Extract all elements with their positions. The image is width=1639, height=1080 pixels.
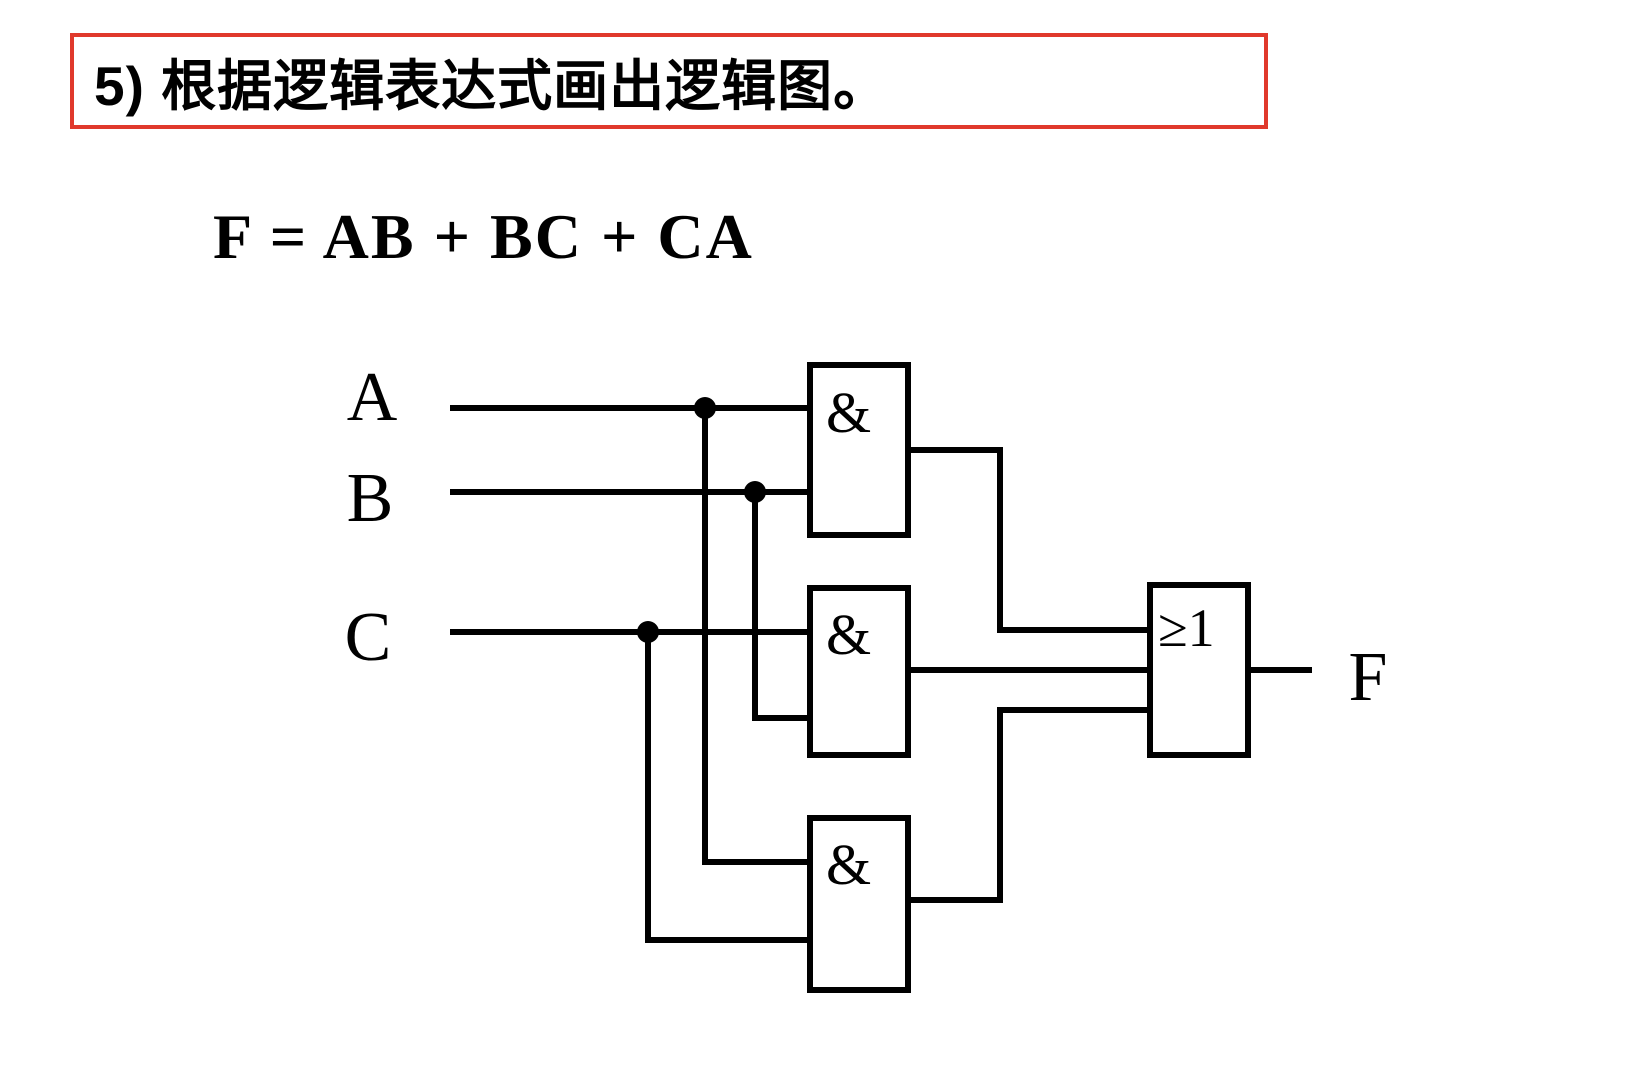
output-label-f: F [1349,639,1388,716]
title-box: 5) 根据逻辑表达式画出逻辑图。 [70,33,1268,129]
or-gate-label: ≥1 [1158,598,1215,658]
page-title: 5) 根据逻辑表达式画出逻辑图。 [94,55,890,117]
wire-and1-to-or [908,447,1150,633]
input-label-a: A [347,359,398,436]
and-gate-3 [807,815,911,993]
logic-expression: F = AB + BC + CA [213,201,754,272]
wire-and3-to-or [908,707,1150,903]
wire-branch-b-to-and2 [752,492,810,721]
and-gate-1-label: & [826,380,871,445]
junction-dot-a [694,397,716,419]
and-gate-1 [807,362,911,538]
junction-dot-c [637,621,659,643]
input-label-b: B [347,460,394,537]
and-gate-2-label: & [826,602,871,667]
and-gate-3-label: & [826,832,871,897]
and-gate-2 [807,585,911,758]
or-gate [1147,582,1251,758]
input-label-c: C [345,599,392,676]
wire-branch-c-to-and3 [645,632,810,943]
wire-branch-a-to-and3 [702,408,810,865]
junction-dot-b [744,481,766,503]
